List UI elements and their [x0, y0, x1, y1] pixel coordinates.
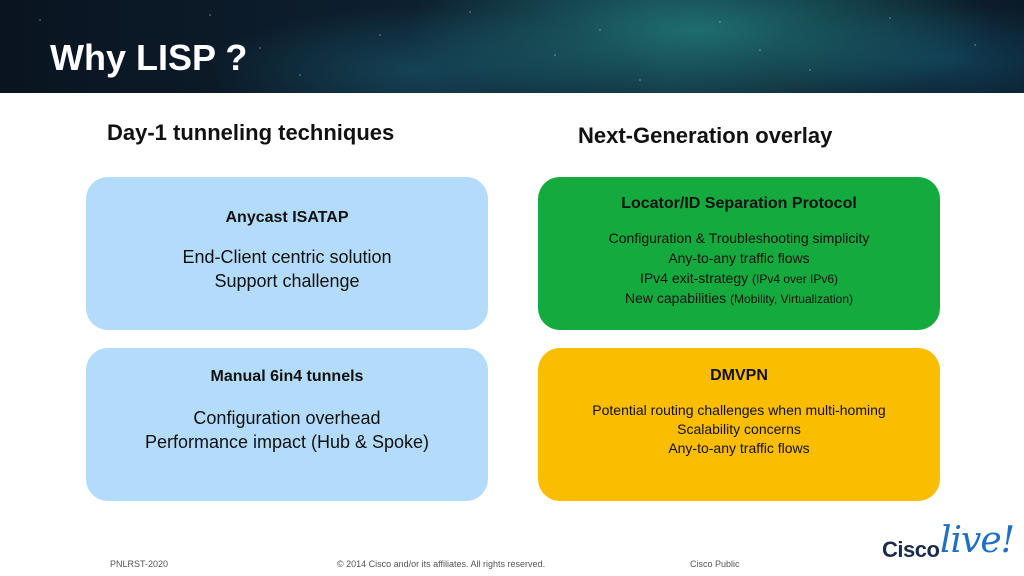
right-column-heading: Next-Generation overlay [578, 123, 833, 148]
logo-accent-text: live! [940, 520, 1015, 561]
box-line: Potential routing challenges when multi-… [592, 402, 886, 418]
footer-classification: Cisco Public [690, 559, 740, 569]
footer-copyright: © 2014 Cisco and/or its affiliates. All … [337, 559, 546, 569]
cisco-live-logo: Cisco live! [882, 512, 1015, 564]
box-line: Support challenge [214, 271, 360, 291]
header-banner: Why LISP ? [0, 0, 1024, 93]
box-title: Locator/ID Separation Protocol [621, 195, 857, 212]
box-line: New capabilities (Mobility, Virtualizati… [625, 290, 853, 306]
box-line: End-Client centric solution [182, 247, 392, 267]
lisp-box: Locator/ID Separation Protocol Configura… [538, 177, 940, 330]
footer-session-id: PNLRST-2020 [110, 559, 169, 569]
left-column-heading: Day-1 tunneling techniques [107, 120, 395, 145]
starfield-background [0, 0, 1024, 93]
box-line: Configuration overhead [193, 408, 381, 428]
box-line: Any-to-any traffic flows [668, 440, 810, 456]
slide-title: Why LISP ? [50, 37, 248, 78]
box-line: Any-to-any traffic flows [668, 250, 810, 266]
box-title: Anycast ISATAP [225, 209, 349, 226]
box-line: IPv4 exit-strategy (IPv4 over IPv6) [639, 270, 839, 286]
anycast-isatap-box: Anycast ISATAP End-Client centric soluti… [86, 177, 488, 330]
logo-brand-text: Cisco [882, 537, 940, 562]
manual-6in4-box: Manual 6in4 tunnels Configuration overhe… [86, 348, 488, 501]
box-title: Manual 6in4 tunnels [210, 368, 364, 385]
box-line: Configuration & Troubleshooting simplici… [608, 230, 870, 246]
dmvpn-box: DMVPN Potential routing challenges when … [538, 348, 940, 501]
box-line: Performance impact (Hub & Spoke) [144, 432, 430, 452]
box-line: Scalability concerns [677, 421, 801, 437]
box-title: DMVPN [710, 367, 768, 384]
